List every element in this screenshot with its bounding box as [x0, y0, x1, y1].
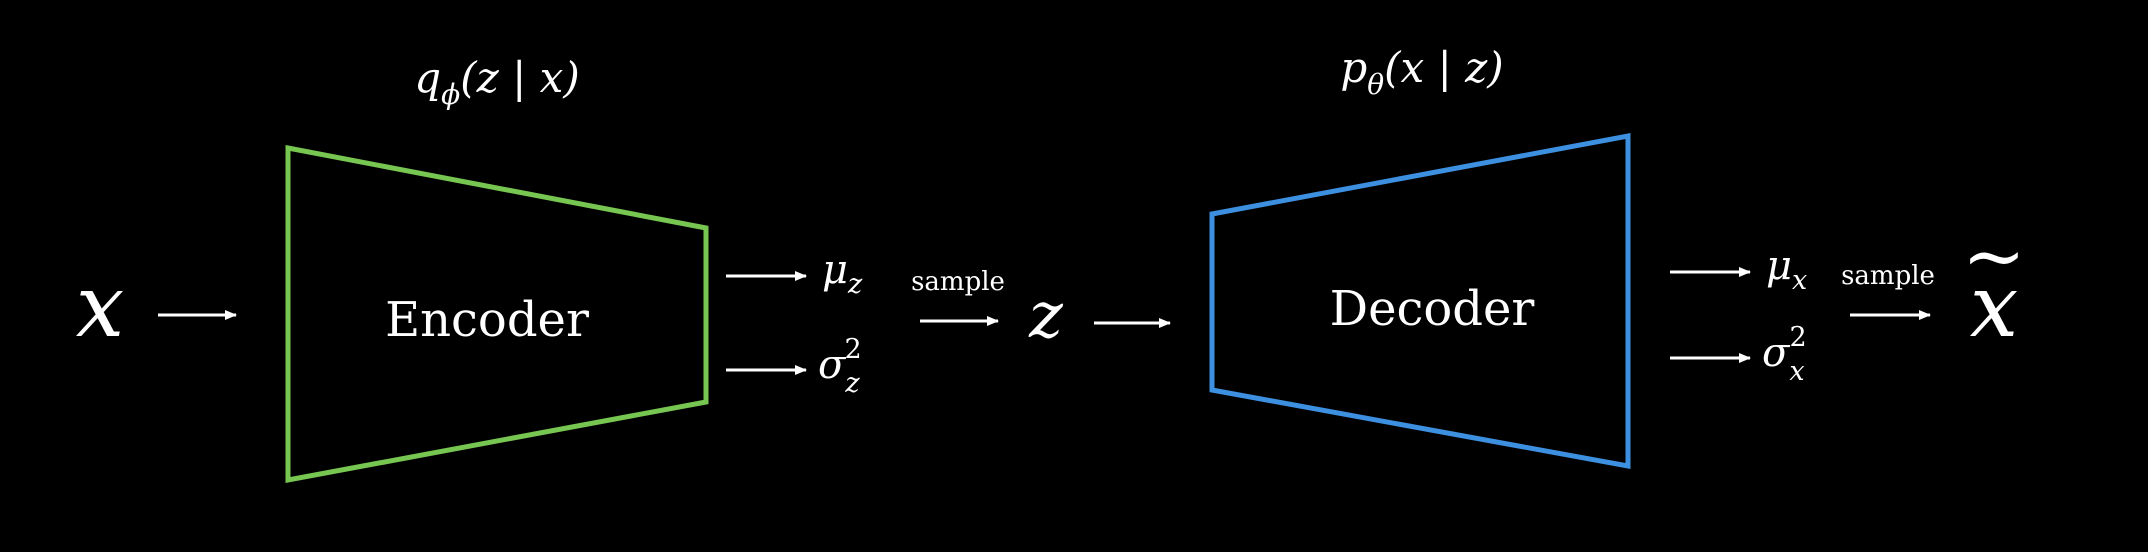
decoder-trapezoid: [1209, 132, 1631, 469]
output-x-tilde-symbol: x: [1970, 257, 2019, 357]
encoder-distribution-label: qϕ(z | x): [414, 53, 579, 111]
encoder-trapezoid: [285, 144, 709, 484]
decoder-distribution-label: pθ(x | z): [1340, 43, 1503, 101]
decoder-mu-label: μx: [1766, 243, 1807, 296]
input-x-symbol: x: [76, 257, 125, 357]
decoder-sigma-label: σx2: [1762, 322, 1807, 387]
sample-label-2: sample: [1841, 261, 1935, 291]
encoder-label: Encoder: [385, 292, 589, 348]
latent-z-symbol: z: [1028, 279, 1064, 353]
decoder-label: Decoder: [1330, 281, 1535, 337]
encoder-sigma-label: σz2: [818, 334, 862, 399]
encoder-mu-label: μz: [822, 247, 863, 300]
output-x-tilde-accent: ~: [1962, 211, 2026, 300]
sample-label-1: sample: [911, 267, 1005, 297]
